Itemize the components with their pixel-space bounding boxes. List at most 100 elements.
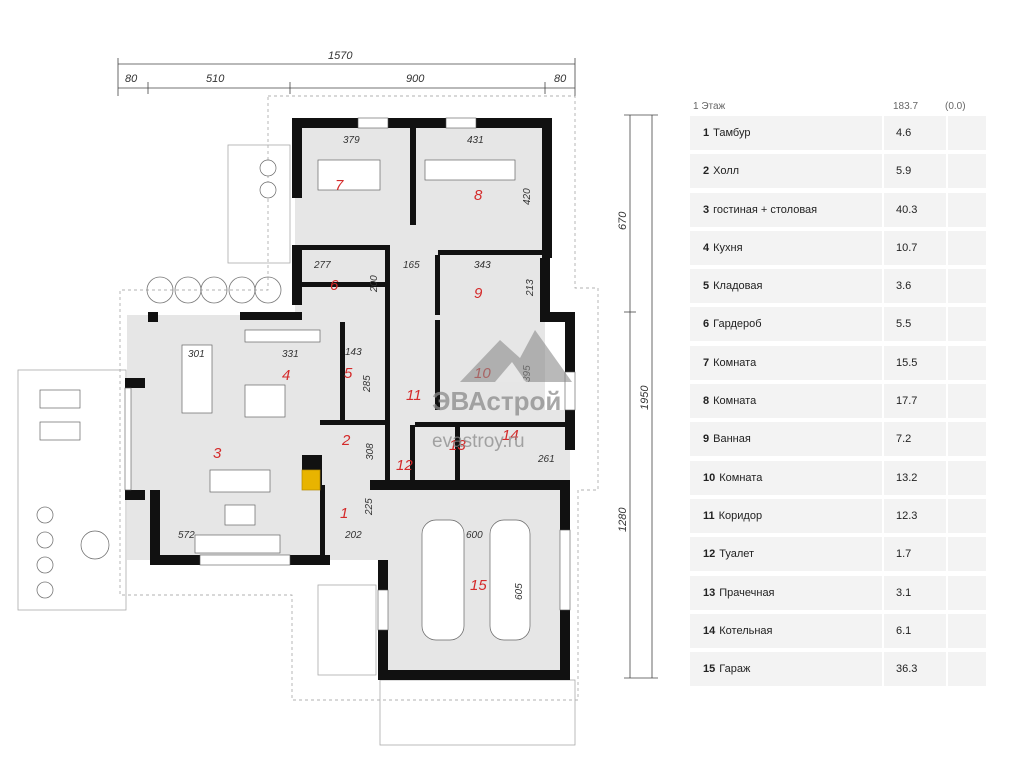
dim-431: 431: [467, 135, 484, 146]
room-number-14: 14: [502, 427, 519, 444]
room-name: Холл: [713, 165, 740, 178]
room-name: гостиная + столовая: [713, 203, 818, 216]
room-area-cell: 5.9: [884, 154, 948, 189]
dim-202: 202: [344, 530, 362, 541]
room-name: Туалет: [719, 548, 755, 561]
dim-right-1: 670: [617, 211, 629, 230]
trees-decoration: [36, 276, 282, 599]
room-number-4: 4: [282, 367, 290, 384]
dim-420: 420: [522, 188, 533, 205]
top-dimensions: 1570 80 510 900 80: [117, 50, 576, 96]
room-number-12: 12: [396, 457, 413, 474]
room-extra-cell: [948, 422, 986, 456]
room-num: 9: [703, 433, 710, 446]
room-extra-cell: [948, 346, 986, 380]
room-extra-cell: [948, 307, 986, 341]
room-num: 6: [703, 318, 710, 331]
room-name: Коридор: [718, 509, 763, 522]
room-number-13: 13: [449, 437, 466, 454]
room-dimensions: 379 431 420 277 165 343 200 213 301 331 …: [178, 135, 555, 600]
room-num: 12: [703, 548, 716, 561]
room-num: 14: [703, 624, 716, 637]
room-num: 3: [703, 203, 710, 216]
room-extra-cell: [948, 461, 986, 495]
room-num: 5: [703, 280, 710, 293]
dim-277: 277: [313, 260, 331, 271]
room-extra-cell: [948, 193, 986, 227]
room-number-5: 5: [344, 365, 353, 382]
dim-285: 285: [362, 375, 373, 393]
room-extra-cell: [948, 614, 986, 648]
dim-165: 165: [403, 260, 420, 271]
room-name: Ванная: [713, 433, 751, 446]
dim-261: 261: [537, 454, 555, 465]
room-extra-cell: [948, 116, 986, 150]
room-number-9: 9: [474, 285, 483, 302]
dim-605: 605: [514, 583, 525, 600]
dim-seg-3: 900: [406, 73, 425, 85]
room-area-cell: 1.7: [884, 537, 948, 572]
dim-seg-2: 510: [206, 73, 225, 85]
dim-200: 200: [369, 275, 380, 293]
dim-right-2: 1280: [617, 507, 629, 532]
room-extra-cell: [948, 537, 986, 571]
room-area-cell: 3.1: [884, 575, 948, 610]
room-area-cell: 12.3: [884, 498, 948, 533]
dim-213: 213: [525, 279, 536, 297]
room-name: Комната: [719, 471, 763, 484]
room-num: 10: [703, 471, 716, 484]
room-area-cell: 10.7: [884, 230, 948, 265]
dim-seg-1: 80: [125, 73, 138, 85]
walls: [125, 118, 575, 680]
room-name: Комната: [713, 356, 757, 369]
room-name: Гараж: [719, 663, 751, 676]
table-header: 1 Этаж 183.7 (0.0): [690, 96, 986, 116]
room-extra-cell: [948, 576, 986, 610]
furniture: [39, 159, 531, 641]
dim-600: 600: [466, 530, 483, 541]
floor-label: 1 Этаж: [693, 100, 726, 112]
room-number-15: 15: [470, 577, 487, 594]
dim-343: 343: [474, 260, 491, 271]
windows: [124, 117, 576, 631]
room-number-11: 11: [406, 387, 422, 404]
room-extra-cell: [948, 384, 986, 418]
room-number-3: 3: [213, 445, 222, 462]
room-extra-cell: [948, 652, 986, 686]
room-name: Гардероб: [713, 318, 762, 331]
room-number-7: 7: [335, 177, 344, 194]
room-area-cell: 3.6: [884, 269, 948, 304]
room-num: 1: [703, 127, 710, 139]
room-area-cell: 7.2: [884, 422, 948, 457]
room-name: Тамбур: [713, 127, 751, 139]
room-num: 8: [703, 395, 710, 408]
room-area-cell: 5.5: [884, 307, 948, 342]
room-name: Кухня: [713, 241, 743, 254]
room-name: Прачечная: [719, 586, 775, 599]
room-extra-cell: [948, 231, 986, 265]
room-area-cell: 36.3: [884, 652, 948, 687]
